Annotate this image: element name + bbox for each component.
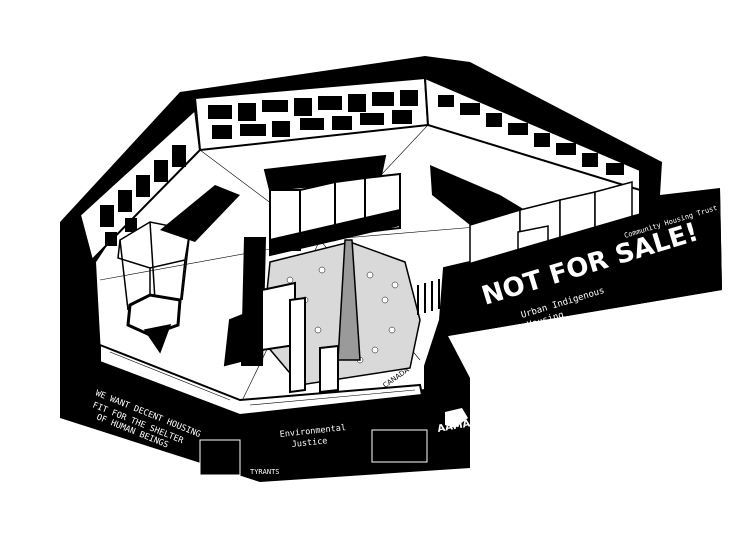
brick-hatching — [109, 351, 416, 406]
environmental-justice-line2: Justice — [291, 436, 328, 450]
central-structures — [223, 154, 401, 394]
front-panel-right — [371, 429, 428, 463]
front-brick-wall — [99, 343, 424, 417]
right-wall-windows — [438, 95, 624, 175]
fist-icon — [445, 408, 468, 428]
right-display-plinth — [430, 165, 525, 225]
front-panel-left — [199, 439, 241, 476]
left-cage-structure — [117, 221, 191, 354]
banner-wall — [445, 190, 722, 336]
left-wall-windows — [100, 145, 186, 246]
tyrants-label: TYRANTS — [250, 468, 280, 476]
central-pillar — [337, 239, 361, 361]
left-display-plinth — [160, 185, 240, 242]
back-wall-windows — [208, 90, 418, 139]
